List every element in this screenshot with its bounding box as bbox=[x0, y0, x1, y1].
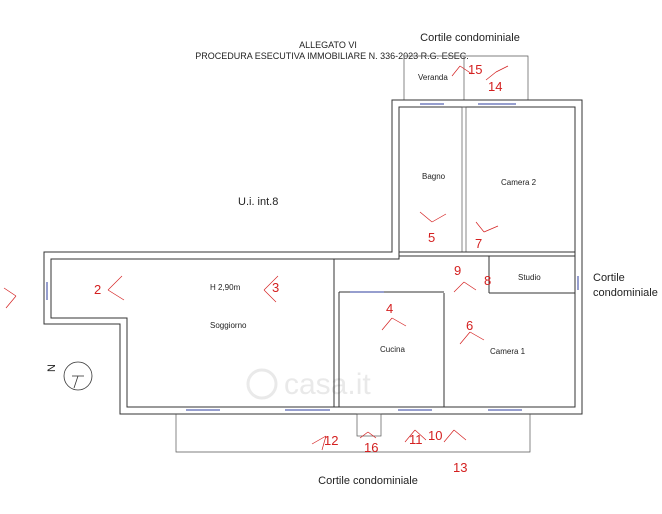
viewpoint-6: 6 bbox=[466, 318, 473, 333]
viewpoint-14: 14 bbox=[488, 79, 502, 94]
viewpoint-16: 16 bbox=[364, 440, 378, 455]
unit-label: U.i. int.8 bbox=[238, 196, 278, 208]
outer-walls bbox=[43, 99, 583, 415]
room-label-soggiorno: Soggiorno bbox=[210, 321, 247, 330]
annex-title: ALLEGATO VI bbox=[299, 40, 357, 50]
north-arrow-icon: N bbox=[46, 361, 93, 391]
courtyard-bottom-label: Cortile condominiale bbox=[318, 475, 418, 487]
room-label-camera-2: Camera 2 bbox=[501, 178, 537, 187]
viewpoint-markers bbox=[3, 65, 509, 451]
windows bbox=[46, 103, 579, 411]
north-label: N bbox=[46, 364, 58, 372]
room-label-veranda: Veranda bbox=[418, 73, 448, 82]
room-label-bagno: Bagno bbox=[422, 172, 446, 181]
viewpoint-2: 2 bbox=[94, 282, 101, 297]
viewpoint-9: 9 bbox=[454, 263, 461, 278]
courtyard-top-label: Cortile condominiale bbox=[420, 32, 520, 44]
procedure-title: PROCEDURA ESECUTIVA IMMOBILIARE N. 336-2… bbox=[195, 51, 468, 61]
viewpoint-13: 13 bbox=[453, 460, 467, 475]
viewpoint-12: 12 bbox=[324, 433, 338, 448]
room-label-camera-1: Camera 1 bbox=[490, 347, 526, 356]
courtyard-right-label-2: condominiale bbox=[593, 287, 658, 299]
watermark-logo: casa.it bbox=[246, 368, 371, 401]
room-label-studio: Studio bbox=[518, 273, 541, 282]
viewpoint-5: 5 bbox=[428, 230, 435, 245]
viewpoint-7: 7 bbox=[475, 236, 482, 251]
ceiling-height-label: H 2,90m bbox=[210, 283, 241, 292]
room-label-cucina: Cucina bbox=[380, 345, 405, 354]
bottom-terrace bbox=[175, 413, 531, 453]
viewpoint-11: 11 bbox=[409, 432, 423, 447]
viewpoint-10: 10 bbox=[428, 428, 442, 443]
interior-walls bbox=[333, 106, 575, 407]
veranda-outline bbox=[403, 55, 529, 100]
viewpoint-3: 3 bbox=[272, 280, 279, 295]
courtyard-right-label-1: Cortile bbox=[593, 272, 625, 284]
viewpoint-4: 4 bbox=[386, 301, 393, 316]
viewpoint-8: 8 bbox=[484, 273, 491, 288]
viewpoint-15: 15 bbox=[468, 62, 482, 77]
watermark-text: casa.it bbox=[284, 368, 371, 401]
